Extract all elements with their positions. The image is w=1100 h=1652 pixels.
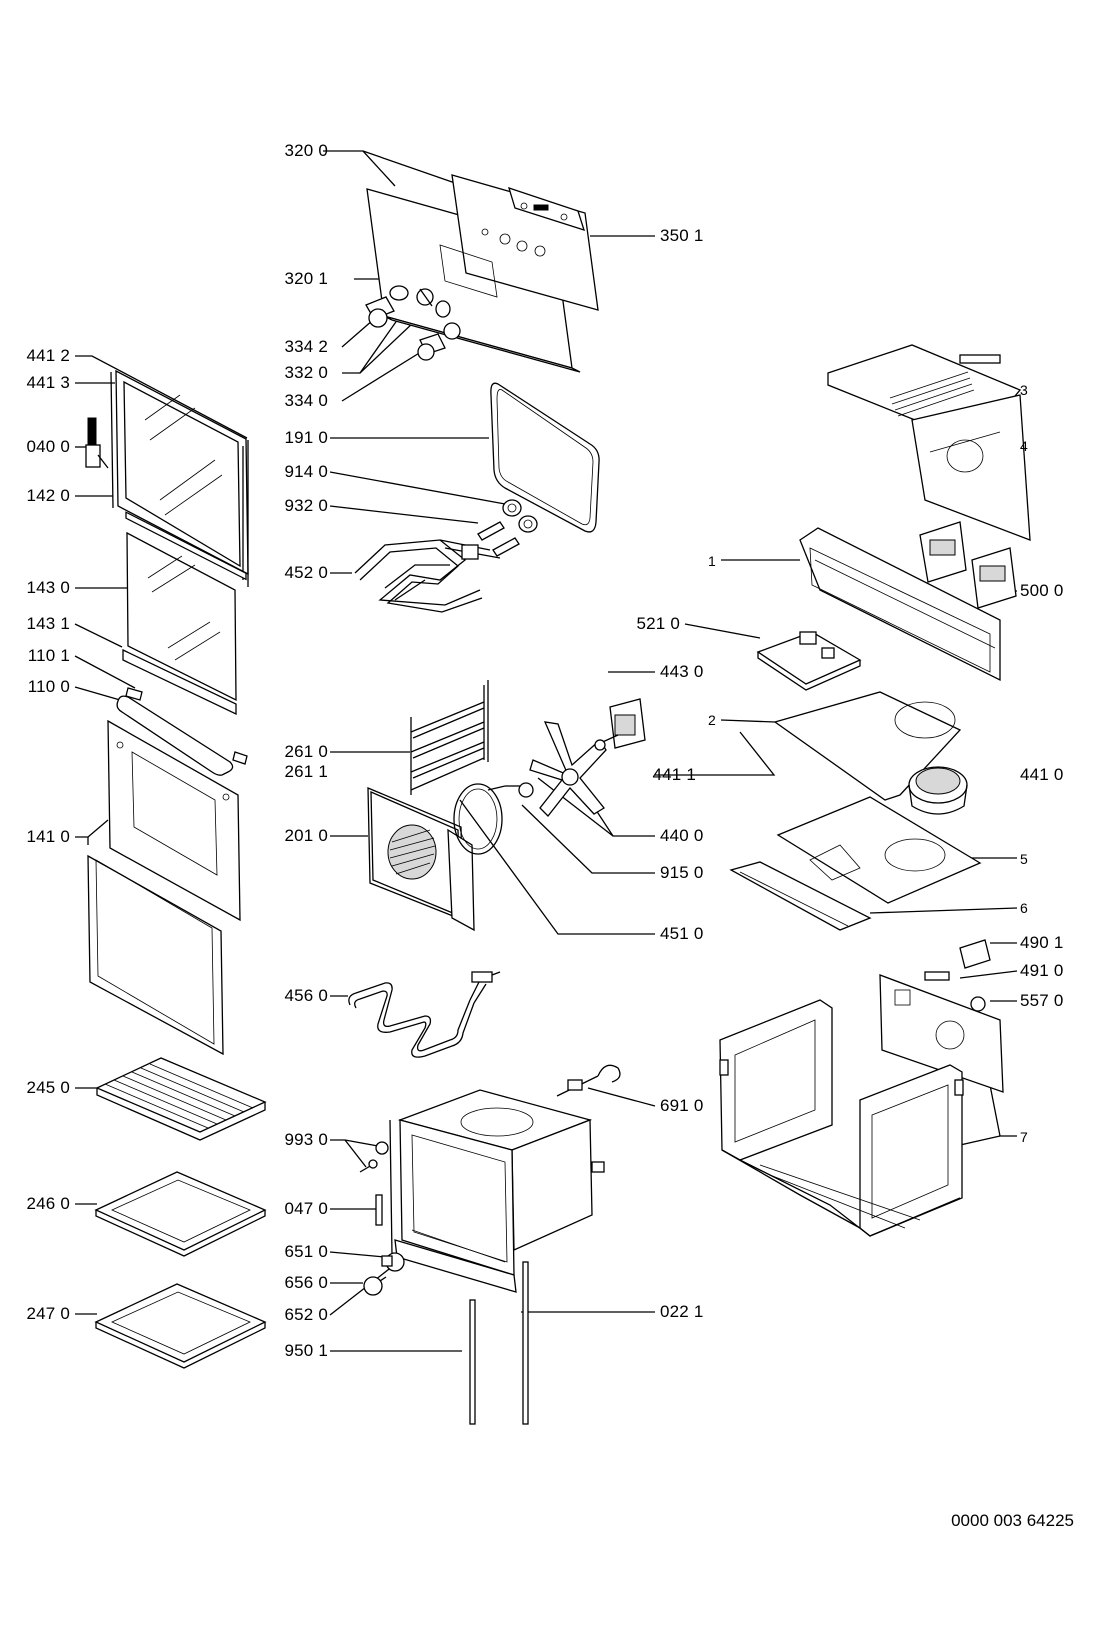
label-440-0: 440 0: [660, 826, 704, 845]
cooling-duct-plate: [773, 691, 962, 801]
label-191-0: 191 0: [284, 428, 328, 447]
programmer-module: [508, 186, 585, 232]
label-110-0: 110 0: [27, 677, 70, 696]
outer-chassis-frame: [719, 999, 964, 1237]
label-143-1: 143 1: [26, 614, 70, 633]
label-500-0: 500 0: [1020, 581, 1064, 600]
label-993-0: 993 0: [284, 1130, 328, 1149]
electronic-board: [756, 631, 862, 691]
label-141-0: 141 0: [26, 827, 70, 846]
label-441-1: 441 1: [652, 765, 696, 784]
label-332-0: 332 0: [284, 363, 328, 382]
label-350-1: 350 1: [660, 226, 704, 245]
label-320-0: 320 0: [284, 141, 328, 160]
bottom-heating-element: [348, 971, 501, 1058]
label-452-0: 452 0: [284, 563, 328, 582]
label-521-0: 521 0: [636, 614, 680, 633]
circular-heating-element: [453, 783, 506, 855]
label-932-0: 932 0: [284, 496, 328, 515]
label-143-0: 143 0: [26, 578, 70, 597]
label-334-0: 334 0: [284, 391, 328, 410]
label-7: 7: [1020, 1129, 1028, 1145]
cavity-screw-parts: [359, 1141, 389, 1226]
inner-glass-panel: [126, 531, 237, 702]
label-656-0: 656 0: [284, 1273, 328, 1292]
label-443-0: 443 0: [660, 662, 704, 681]
door-hinge: [85, 417, 109, 469]
label-915-0: 915 0: [660, 863, 704, 882]
cavity-seal-strips: [469, 1261, 529, 1425]
outer-door-glass: [87, 719, 241, 1056]
lamp-probe: [556, 1064, 621, 1097]
label-245-0: 245 0: [26, 1078, 70, 1097]
fan-motor: [594, 698, 646, 751]
shelf-runners: [410, 680, 489, 795]
label-441-2: 441 2: [26, 346, 70, 365]
label-247-0: 247 0: [26, 1304, 70, 1323]
baking-tray: [94, 1171, 267, 1257]
label-456-0: 456 0: [284, 986, 328, 1005]
label-451-0: 451 0: [660, 924, 704, 943]
label-022-1: 022 1: [660, 1302, 704, 1321]
label-4: 4: [1020, 438, 1028, 454]
label-491-0: 491 0: [1020, 961, 1064, 980]
label-914-0: 914 0: [284, 462, 328, 481]
cooling-fan-motor: [908, 766, 968, 815]
base-plate: [776, 796, 982, 904]
lamp-parts: [477, 499, 538, 557]
label-047-0: 047 0: [284, 1199, 328, 1218]
label-1: 1: [708, 553, 716, 569]
front-bezel-frame: [799, 527, 1001, 682]
label-261-0: 261 0: [284, 742, 328, 761]
terminal-block: [924, 939, 991, 1012]
label-950-1: 950 1: [284, 1341, 328, 1360]
label-490-1: 490 1: [1020, 933, 1064, 952]
label-320-1: 320 1: [284, 269, 328, 288]
selector-switches: [919, 521, 1017, 609]
label-110-1: 110 1: [27, 646, 70, 665]
label-557-0: 557 0: [1020, 991, 1064, 1010]
rear-panel: [879, 974, 1004, 1093]
label-651-0: 651 0: [284, 1242, 328, 1261]
top-heating-element: [354, 539, 501, 613]
label-142-0: 142 0: [26, 486, 70, 505]
control-knobs: [365, 285, 461, 361]
control-panel-fascia: [366, 174, 599, 373]
label-2: 2: [708, 712, 716, 728]
thermostat-knob-parts: [363, 1252, 405, 1296]
top-cover-plate: [827, 344, 1031, 541]
oven-cavity: [389, 1089, 605, 1293]
glass-retaining-strip: [122, 648, 237, 716]
label-261-1: 261 1: [284, 762, 328, 781]
label-6: 6: [1020, 900, 1028, 916]
fan-cover-panel: [367, 787, 475, 932]
leader-lines: [74, 150, 1018, 1352]
door-handle: [116, 687, 248, 776]
label-652-0: 652 0: [284, 1305, 328, 1324]
label-441-3: 441 3: [26, 373, 70, 392]
label-201-0: 201 0: [284, 826, 328, 845]
fan-blade: [529, 721, 607, 817]
label-441-0: 441 0: [1020, 765, 1064, 784]
document-number: 0000 003 64225: [951, 1511, 1074, 1530]
label-691-0: 691 0: [660, 1096, 704, 1115]
label-040-0: 040 0: [26, 437, 70, 456]
door-seal-gasket: [490, 382, 600, 533]
label-334-2: 334 2: [284, 337, 328, 356]
element-clip: [505, 782, 534, 798]
wire-shelf: [95, 1057, 267, 1141]
label-5: 5: [1020, 851, 1028, 867]
label-246-0: 246 0: [26, 1194, 70, 1213]
label-3: 3: [1020, 382, 1028, 398]
roasting-tray: [94, 1283, 267, 1369]
front-trim-plate: [729, 861, 872, 931]
door-frame-assembly: [110, 369, 249, 587]
